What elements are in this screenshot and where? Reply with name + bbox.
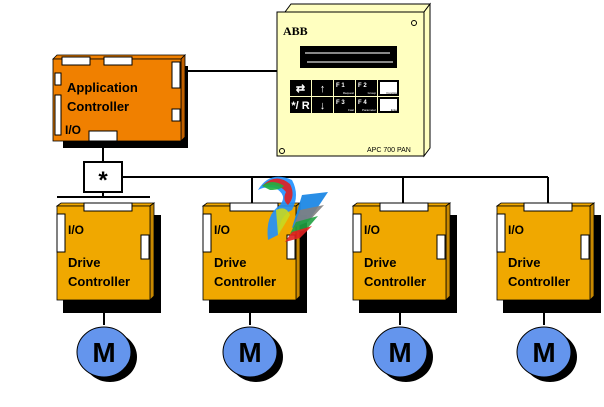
port (171, 108, 181, 122)
drive-controllers: I/ODriveControllerMI/ODriveControllerMI/… (55, 202, 601, 382)
gateway-box[interactable]: * (83, 161, 123, 194)
panel-brand: ABB (283, 24, 308, 38)
panel-key[interactable]: Function (378, 80, 399, 96)
drive-body (56, 205, 151, 301)
port (379, 202, 429, 212)
port (352, 213, 362, 253)
gateway-symbol: * (98, 167, 108, 194)
port (61, 56, 91, 66)
port (496, 213, 506, 253)
panel-key[interactable]: F 4 Parameter (356, 97, 377, 113)
port (229, 202, 279, 212)
app-controller-io-label: I/O (65, 123, 81, 137)
panel-key[interactable]: ⇄ (290, 80, 311, 96)
motor-2[interactable]: M (222, 326, 283, 382)
app-controller-body (52, 58, 182, 142)
drive-body (496, 205, 591, 301)
port (140, 234, 150, 260)
app-controller-label-2: Controller (67, 99, 129, 114)
drive-label-2: Controller (364, 274, 426, 289)
key-label: ↓ (320, 100, 326, 112)
key-label: F 2 (358, 83, 367, 89)
panel-key[interactable]: ↓ (312, 97, 333, 113)
port (54, 72, 62, 86)
motor-icon (372, 326, 428, 378)
drive-io-label: I/O (508, 223, 524, 237)
drive-io-label: I/O (68, 223, 84, 237)
key-sublabel: Enter (391, 108, 398, 112)
key-sublabel: Function (386, 91, 398, 95)
port (523, 202, 573, 212)
key-sublabel: Fast (348, 108, 354, 112)
port (436, 234, 446, 260)
key-sublabel: Request (343, 91, 354, 95)
motor-1[interactable]: M (76, 326, 137, 382)
port (103, 56, 133, 66)
panel-key[interactable]: */ R (290, 97, 311, 113)
drive-io-label: I/O (364, 223, 380, 237)
key-label: */ R (291, 100, 309, 112)
key-sublabel: Group (368, 91, 377, 95)
port (83, 202, 133, 212)
motor-icon (222, 326, 278, 378)
motor-label: M (388, 337, 411, 368)
key-sublabel: Parameter (362, 108, 376, 112)
drive-io-label: I/O (214, 223, 230, 237)
port (202, 213, 212, 253)
port (171, 61, 181, 89)
motor-label: M (92, 337, 115, 368)
motor-label: M (238, 337, 261, 368)
key-label: ⇄ (296, 83, 305, 95)
application-controller[interactable]: Application Controller I/O (52, 54, 188, 148)
drive-label-2: Controller (68, 274, 130, 289)
drive-body (352, 205, 447, 301)
key-label: ↑ (320, 83, 326, 95)
drive-label-1: Drive (214, 255, 247, 270)
colorful-logo-icon (258, 176, 328, 242)
motor-label: M (532, 337, 555, 368)
drive-label-2: Controller (214, 274, 276, 289)
motor-icon (516, 326, 572, 378)
key-label: F 1 (336, 83, 345, 89)
key-window (380, 99, 397, 111)
panel-display (300, 46, 397, 68)
drive-label-2: Controller (508, 274, 570, 289)
panel-model: APC 700 PAN (367, 147, 411, 154)
motor-icon (76, 326, 132, 378)
key-window (380, 82, 397, 94)
port (580, 234, 590, 260)
connection-lines (57, 70, 549, 203)
drive-label-1: Drive (68, 255, 101, 270)
drive-label-1: Drive (364, 255, 397, 270)
port (54, 94, 62, 136)
panel-key[interactable]: Enter (378, 97, 399, 113)
panel-key[interactable]: F 1 Request (334, 80, 355, 96)
display-segments (305, 52, 393, 63)
panel-key[interactable]: ↑ (312, 80, 333, 96)
port (88, 130, 118, 142)
motor-3[interactable]: M (372, 326, 433, 382)
port (56, 213, 66, 253)
key-label: F 4 (358, 100, 367, 106)
app-controller-label-1: Application (67, 80, 138, 95)
drive-label-1: Drive (508, 255, 541, 270)
key-label: F 3 (336, 100, 345, 106)
motor-4[interactable]: M (516, 326, 577, 382)
